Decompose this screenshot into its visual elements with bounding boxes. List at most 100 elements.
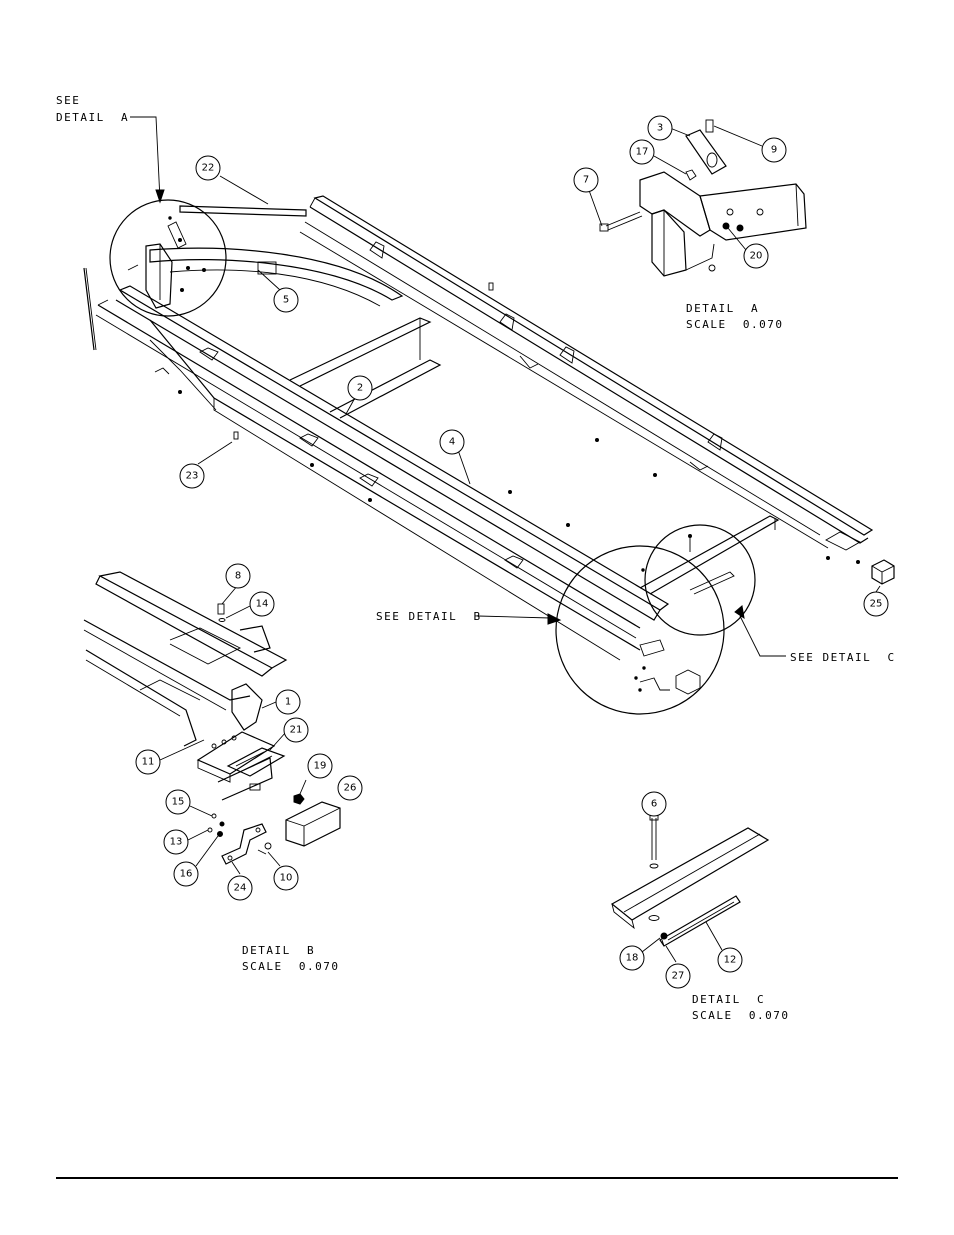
balloon-23: 23 (179, 463, 205, 489)
block-26 (285, 801, 341, 847)
balloon-24-label: 24 (234, 883, 247, 894)
detail-b-drawing (83, 571, 341, 865)
balloon-18: 18 (619, 945, 645, 971)
detail-c-scale: SCALE 0.070 (692, 1009, 789, 1022)
front-rail (118, 285, 670, 611)
back-rail-side (309, 206, 869, 544)
balloon-14-label: 14 (256, 599, 269, 610)
balloon-18-label: 18 (626, 953, 639, 964)
balloon-6-label: 6 (651, 799, 657, 810)
balloon-9-label: 9 (771, 145, 777, 156)
balloon-20-label: 20 (750, 251, 763, 262)
balloon-12-label: 12 (724, 955, 737, 966)
bunk-brackets (154, 241, 861, 569)
balloon-5: 5 (273, 287, 299, 313)
detail-a-drawing (599, 119, 807, 277)
nut-19 (293, 793, 305, 805)
balloon-2-label: 2 (357, 383, 363, 394)
cross-member-middle (329, 359, 442, 419)
balloon-21-label: 21 (290, 725, 303, 736)
loose-strip (83, 267, 95, 351)
balloon-6: 6 (641, 791, 667, 817)
balloon-10-label: 10 (280, 873, 293, 884)
nut-17 (685, 169, 697, 181)
see-detail-a-line1: SEE (56, 94, 80, 107)
footer-rule (56, 1177, 898, 1179)
bolt-9 (705, 119, 714, 133)
cross-member-rear (639, 515, 780, 595)
balloon-7: 7 (573, 167, 599, 193)
detail-b-title: DETAIL B (242, 944, 315, 957)
see-detail-a-line2: DETAIL A (56, 111, 129, 124)
balloon-2: 2 (347, 375, 373, 401)
balloon-13: 13 (163, 829, 189, 855)
balloon-26: 26 (337, 775, 363, 801)
washer-18 (660, 932, 668, 940)
balloon-25: 25 (863, 591, 889, 617)
balloon-23-label: 23 (186, 471, 199, 482)
balloon-1: 1 (275, 689, 301, 715)
angle-rail (610, 827, 770, 921)
detail-a-scale: SCALE 0.070 (686, 318, 783, 331)
balloon-14: 14 (249, 591, 275, 617)
see-detail-b-callout: SEE DETAIL B (376, 610, 482, 623)
balloon-22-label: 22 (202, 163, 215, 174)
see-detail-c-callout: SEE DETAIL C (790, 651, 896, 664)
balloon-15: 15 (165, 789, 191, 815)
detail-a-title: DETAIL A (686, 302, 759, 315)
balloon-19-label: 19 (314, 761, 327, 772)
balloon-9: 9 (761, 137, 787, 163)
balloon-16-label: 16 (180, 869, 193, 880)
bolt-8 (217, 603, 225, 615)
balloon-7-label: 7 (583, 175, 589, 186)
bunk-strip-12 (659, 895, 741, 947)
balloon-19: 19 (307, 753, 333, 779)
pin-10 (257, 849, 267, 855)
curved-bow-member (149, 247, 404, 301)
balloon-4-label: 4 (449, 437, 455, 448)
balloon-26-label: 26 (344, 783, 357, 794)
balloon-13-label: 13 (170, 837, 183, 848)
balloon-21: 21 (283, 717, 309, 743)
balloon-27: 27 (665, 963, 691, 989)
hardware-dots (178, 390, 860, 564)
end-cap-25 (871, 559, 895, 585)
balloon-1-label: 1 (285, 697, 291, 708)
detail-c-title: DETAIL C (692, 993, 765, 1006)
front-rail-side (97, 304, 641, 629)
balloon-11: 11 (135, 749, 161, 775)
balloon-16: 16 (173, 861, 199, 887)
balloon-8: 8 (225, 563, 251, 589)
bracket-24 (221, 823, 267, 865)
part-tag-top (488, 282, 494, 291)
balloon-17: 17 (629, 139, 655, 165)
lower-frame-beam (149, 319, 641, 651)
balloon-17-label: 17 (636, 147, 649, 158)
detail-a-circle (109, 199, 227, 317)
balloon-8-label: 8 (235, 571, 241, 582)
back-rail (313, 195, 874, 536)
balloon-10: 10 (273, 865, 299, 891)
plate-3 (685, 129, 727, 175)
balloon-24: 24 (227, 875, 253, 901)
balloon-11-label: 11 (142, 757, 155, 768)
balloon-22: 22 (195, 155, 221, 181)
balloon-5-label: 5 (283, 295, 289, 306)
leader-lines (130, 116, 881, 963)
detail-c-drawing (610, 813, 770, 947)
balloon-20: 20 (743, 243, 769, 269)
balloon-3-label: 3 (657, 123, 663, 134)
balloon-15-label: 15 (172, 797, 185, 808)
balloon-12: 12 (717, 947, 743, 973)
balloon-4: 4 (439, 429, 465, 455)
cross-member-front (289, 317, 432, 387)
back-rail-lower (304, 221, 821, 536)
detail-c-circle (644, 524, 756, 636)
balloon-25-label: 25 (870, 599, 883, 610)
main-frame-assembly (83, 195, 895, 661)
detail-b-scale: SCALE 0.070 (242, 960, 339, 973)
bolt-7 (605, 211, 641, 227)
step-pad-21 (226, 747, 286, 777)
balloon-27-label: 27 (672, 971, 685, 982)
